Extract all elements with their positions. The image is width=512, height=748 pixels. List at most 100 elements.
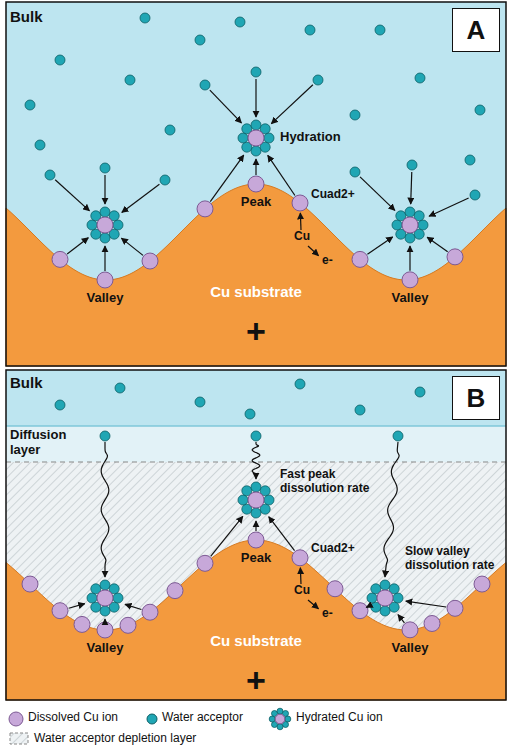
arrow <box>360 177 395 211</box>
water-acceptor <box>285 716 291 722</box>
water-acceptor <box>251 120 261 130</box>
arrow <box>367 237 392 254</box>
panel-border <box>6 370 506 700</box>
water-acceptor <box>25 100 35 110</box>
legend-swatch <box>9 712 23 726</box>
water-acceptor <box>100 580 110 590</box>
water-acceptor <box>100 431 110 441</box>
arrow <box>300 568 302 584</box>
water-acceptor <box>264 495 274 505</box>
legend-cluster <box>269 708 291 730</box>
water-acceptor <box>100 163 110 173</box>
water-acceptor <box>245 409 255 419</box>
water-acceptor <box>465 155 475 165</box>
water-acceptor <box>269 716 275 722</box>
water-acceptor <box>251 431 261 441</box>
arrow <box>211 516 243 556</box>
panel-letter-box: A <box>452 8 500 52</box>
arrow <box>121 238 143 255</box>
panel-letter: B <box>467 383 486 414</box>
cu-ion <box>97 217 113 233</box>
label: Valley <box>392 641 429 656</box>
cu-ion <box>447 600 463 616</box>
anode-sign: + <box>246 661 266 700</box>
legend-hatch <box>10 733 28 744</box>
water-acceptor <box>195 397 205 407</box>
cu-ion <box>447 249 463 265</box>
cu-ion <box>292 550 308 566</box>
label: Slow valley dissolution rate <box>405 545 505 573</box>
arrow <box>429 198 469 216</box>
label: Cu <box>294 230 310 244</box>
arrow <box>406 601 446 607</box>
water-acceptor <box>113 220 123 230</box>
water-acceptor <box>125 75 135 85</box>
water-acceptor <box>277 708 283 714</box>
cu-ion <box>52 251 68 267</box>
water-acceptor <box>100 207 110 217</box>
arrow <box>104 619 105 621</box>
water-acceptor <box>380 606 390 616</box>
bulk-region <box>6 370 506 426</box>
bulk-region <box>6 2 506 366</box>
cu-ion <box>402 622 418 638</box>
label: Fast peak dissolution rate <box>280 468 380 496</box>
legend-text: Hydrated Cu ion <box>296 711 383 725</box>
arrow <box>366 606 368 608</box>
depletion-boundary <box>6 461 506 462</box>
diffusion-arrow <box>101 442 109 577</box>
arrow <box>255 79 256 117</box>
water-acceptor <box>251 67 261 77</box>
arrow <box>308 600 318 609</box>
water-acceptor <box>100 233 110 243</box>
water-acceptor <box>87 220 97 230</box>
cu-ion <box>377 590 393 606</box>
water-acceptor <box>475 105 485 115</box>
arrow <box>125 604 141 609</box>
cu-ion <box>248 532 264 548</box>
cu-ion <box>97 272 113 288</box>
cu-ion <box>120 617 136 633</box>
water-acceptor <box>35 140 45 150</box>
arrow <box>300 213 302 230</box>
label: Peak <box>241 551 271 566</box>
cu-ion <box>327 581 343 597</box>
arrow <box>255 521 256 531</box>
panel-letter-box: B <box>452 376 500 420</box>
water-acceptor <box>277 724 283 730</box>
diffusion-arrow <box>384 442 399 577</box>
cu-ion <box>167 583 183 599</box>
arrow <box>398 615 404 623</box>
arrow <box>55 180 89 211</box>
cu-ion <box>248 176 264 192</box>
depletion-layer <box>6 462 506 700</box>
legend-swatch <box>147 714 157 724</box>
label: Peak <box>241 195 271 210</box>
water-acceptor <box>350 110 360 120</box>
water-acceptor <box>313 75 323 85</box>
label: Hydration <box>280 130 341 145</box>
cu-ion <box>352 603 368 619</box>
cu-ion <box>197 201 213 217</box>
water-acceptor <box>100 606 110 616</box>
water-acceptor <box>393 431 403 441</box>
cu-ion <box>74 616 90 632</box>
water-acceptor <box>305 25 315 35</box>
water-acceptor <box>350 167 360 177</box>
label: Cu substrate <box>210 283 302 300</box>
water-acceptor <box>238 133 248 143</box>
cu-ion <box>97 590 113 606</box>
water-acceptor <box>55 55 65 65</box>
label: Cuad2+ <box>311 188 355 202</box>
arrow <box>255 159 256 175</box>
arrow <box>268 155 295 195</box>
water-acceptor <box>55 400 65 410</box>
cu-ion <box>248 130 264 146</box>
cu-ion <box>424 615 440 631</box>
water-acceptor <box>295 379 305 389</box>
arrow <box>271 85 313 124</box>
diffusion-layer <box>6 426 506 700</box>
cu-ion <box>275 714 285 724</box>
water-acceptor <box>407 160 417 170</box>
